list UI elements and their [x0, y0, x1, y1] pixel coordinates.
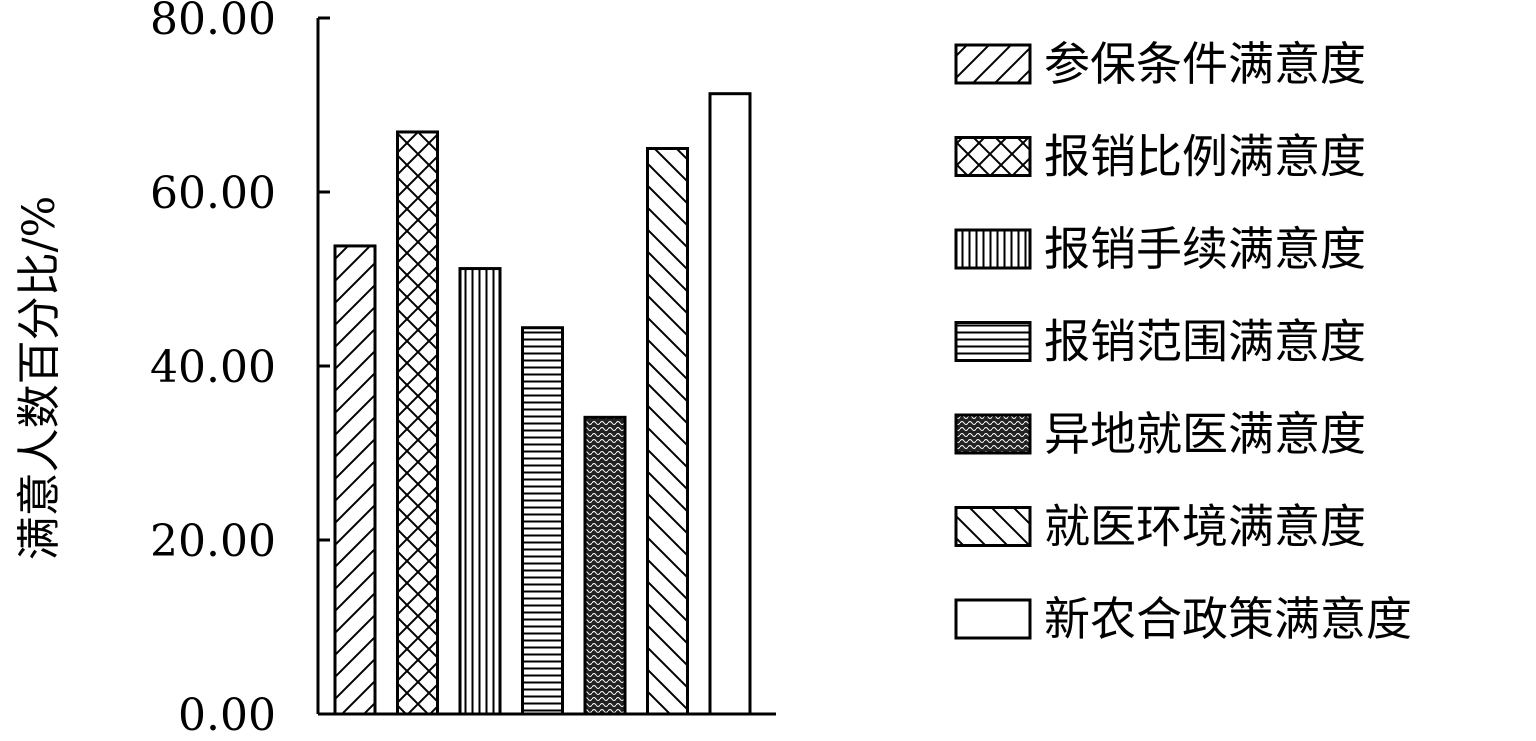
legend-swatch-3 [954, 228, 1032, 270]
y-tick-label: 20.00 [150, 516, 276, 567]
legend-label-7: 新农合政策满意度 [1044, 592, 1412, 646]
legend-swatch-2 [954, 136, 1032, 177]
bar-3 [458, 267, 502, 716]
y-tick-label: 40.00 [150, 342, 276, 393]
legend-swatch-1 [954, 43, 1032, 85]
bar-7 [708, 92, 752, 716]
bars [333, 92, 752, 716]
legend-swatch-6 [954, 506, 1032, 547]
bar-6 [646, 147, 689, 716]
legend-label-6: 就医环境满意度 [1044, 500, 1366, 554]
bar-4 [521, 326, 564, 716]
y-tick-label: 0.00 [178, 690, 276, 736]
axes: 0.00 20.00 40.00 60.00 80.00 满意人数百分比/% [14, 0, 776, 741]
bar-5 [583, 415, 627, 716]
legend-label-3: 报销手续满意度 [1044, 222, 1366, 276]
legend-label-5: 异地就医满意度 [1044, 407, 1366, 461]
legend-label-2: 报销比例满意度 [1044, 130, 1366, 184]
y-axis-title: 满意人数百分比/% [14, 196, 65, 561]
legend-label-4: 报销范围满意度 [1044, 315, 1366, 369]
legend-swatch-5 [954, 413, 1032, 455]
bar-2 [396, 130, 439, 716]
legend: 参保条件满意度报销比例满意度报销手续满意度报销范围满意度异地就医满意度就医环境满… [954, 37, 1412, 646]
y-tick-label: 60.00 [150, 168, 276, 219]
legend-label-1: 参保条件满意度 [1044, 37, 1366, 91]
legend-swatch-7 [954, 598, 1032, 640]
legend-swatch-4 [954, 321, 1032, 362]
bar-1 [333, 244, 377, 716]
y-tick-label: 80.00 [150, 0, 276, 45]
